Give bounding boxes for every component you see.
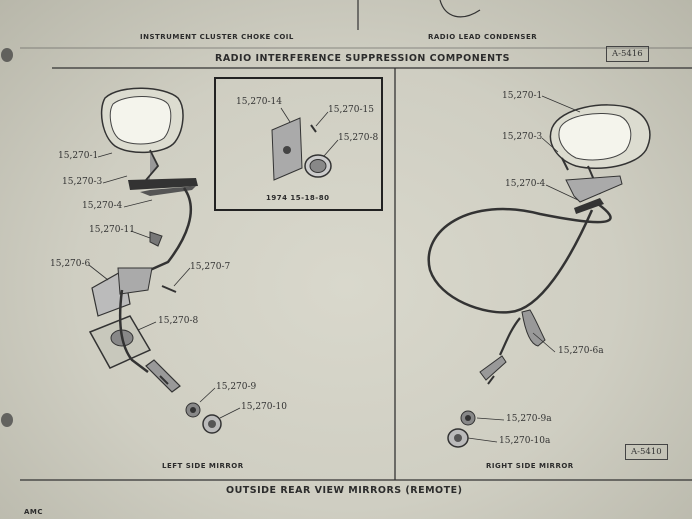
- inset-label-15: 15,270-15: [328, 105, 374, 115]
- left-label-4: 15,270-4: [82, 201, 123, 211]
- right-label-1: 15,270-1: [502, 91, 543, 101]
- right-label-10a: 15,270-10a: [499, 436, 551, 446]
- footer-text: AMC: [24, 508, 44, 516]
- right-label-3: 15,270-3: [502, 132, 543, 142]
- left-label-10: 15,270-10: [241, 402, 287, 412]
- section-title: RADIO INTERFERENCE SUPPRESSION COMPONENT…: [215, 53, 510, 64]
- condenser-caption: RADIO LEAD CONDENSER: [428, 33, 538, 41]
- right-label-6a: 15,270-6a: [558, 346, 604, 356]
- right-side-mirror-caption: RIGHT SIDE MIRROR: [486, 462, 574, 470]
- figure-code-top: A-5416: [606, 46, 649, 62]
- left-label-9: 15,270-9: [216, 382, 257, 392]
- left-label-8: 15,270-8: [158, 316, 199, 326]
- right-label-9a: 15,270-9a: [506, 414, 552, 424]
- left-side-mirror-caption: LEFT SIDE MIRROR: [162, 462, 244, 470]
- inset-label-14: 15,270-14: [236, 97, 282, 107]
- inset-caption: 1974 15-18-80: [266, 194, 330, 202]
- left-label-11: 15,270-11: [89, 225, 135, 235]
- choke-coil-caption: INSTRUMENT CLUSTER CHOKE COIL: [140, 33, 294, 41]
- left-label-1: 15,270-1: [58, 151, 99, 161]
- left-label-7: 15,270-7: [190, 262, 231, 272]
- left-label-3: 15,270-3: [62, 177, 103, 187]
- bottom-title: OUTSIDE REAR VIEW MIRRORS (REMOTE): [226, 485, 463, 496]
- right-label-4: 15,270-4: [505, 179, 546, 189]
- left-label-6: 15,270-6: [50, 259, 91, 269]
- figure-code-right: A-5410: [625, 444, 668, 460]
- inset-label-8: 15,270-8: [338, 133, 379, 143]
